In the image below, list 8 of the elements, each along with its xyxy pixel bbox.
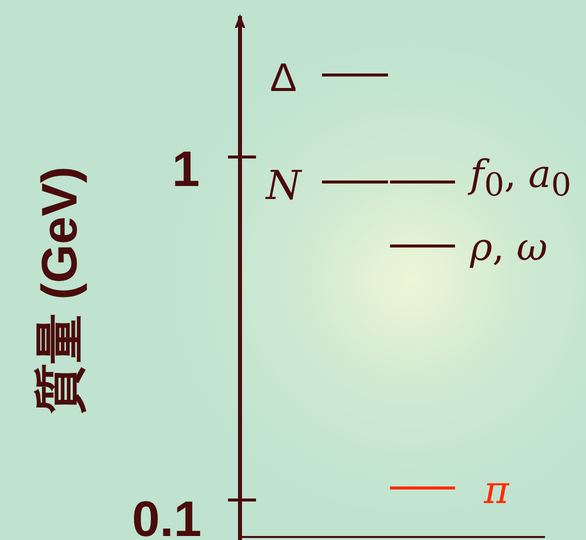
particle-label: π bbox=[484, 468, 509, 512]
particle-label: ρ, ω bbox=[470, 225, 548, 269]
axis-title: 質量 (GeV) bbox=[30, 166, 88, 414]
tick-label: 0.1 bbox=[132, 490, 202, 540]
particle-label: Δ bbox=[270, 56, 297, 101]
particle-label: N bbox=[266, 163, 301, 209]
tick-label: 1 bbox=[172, 140, 200, 198]
particle-label: f$_{0}$, a$_{0}$ bbox=[470, 152, 572, 204]
